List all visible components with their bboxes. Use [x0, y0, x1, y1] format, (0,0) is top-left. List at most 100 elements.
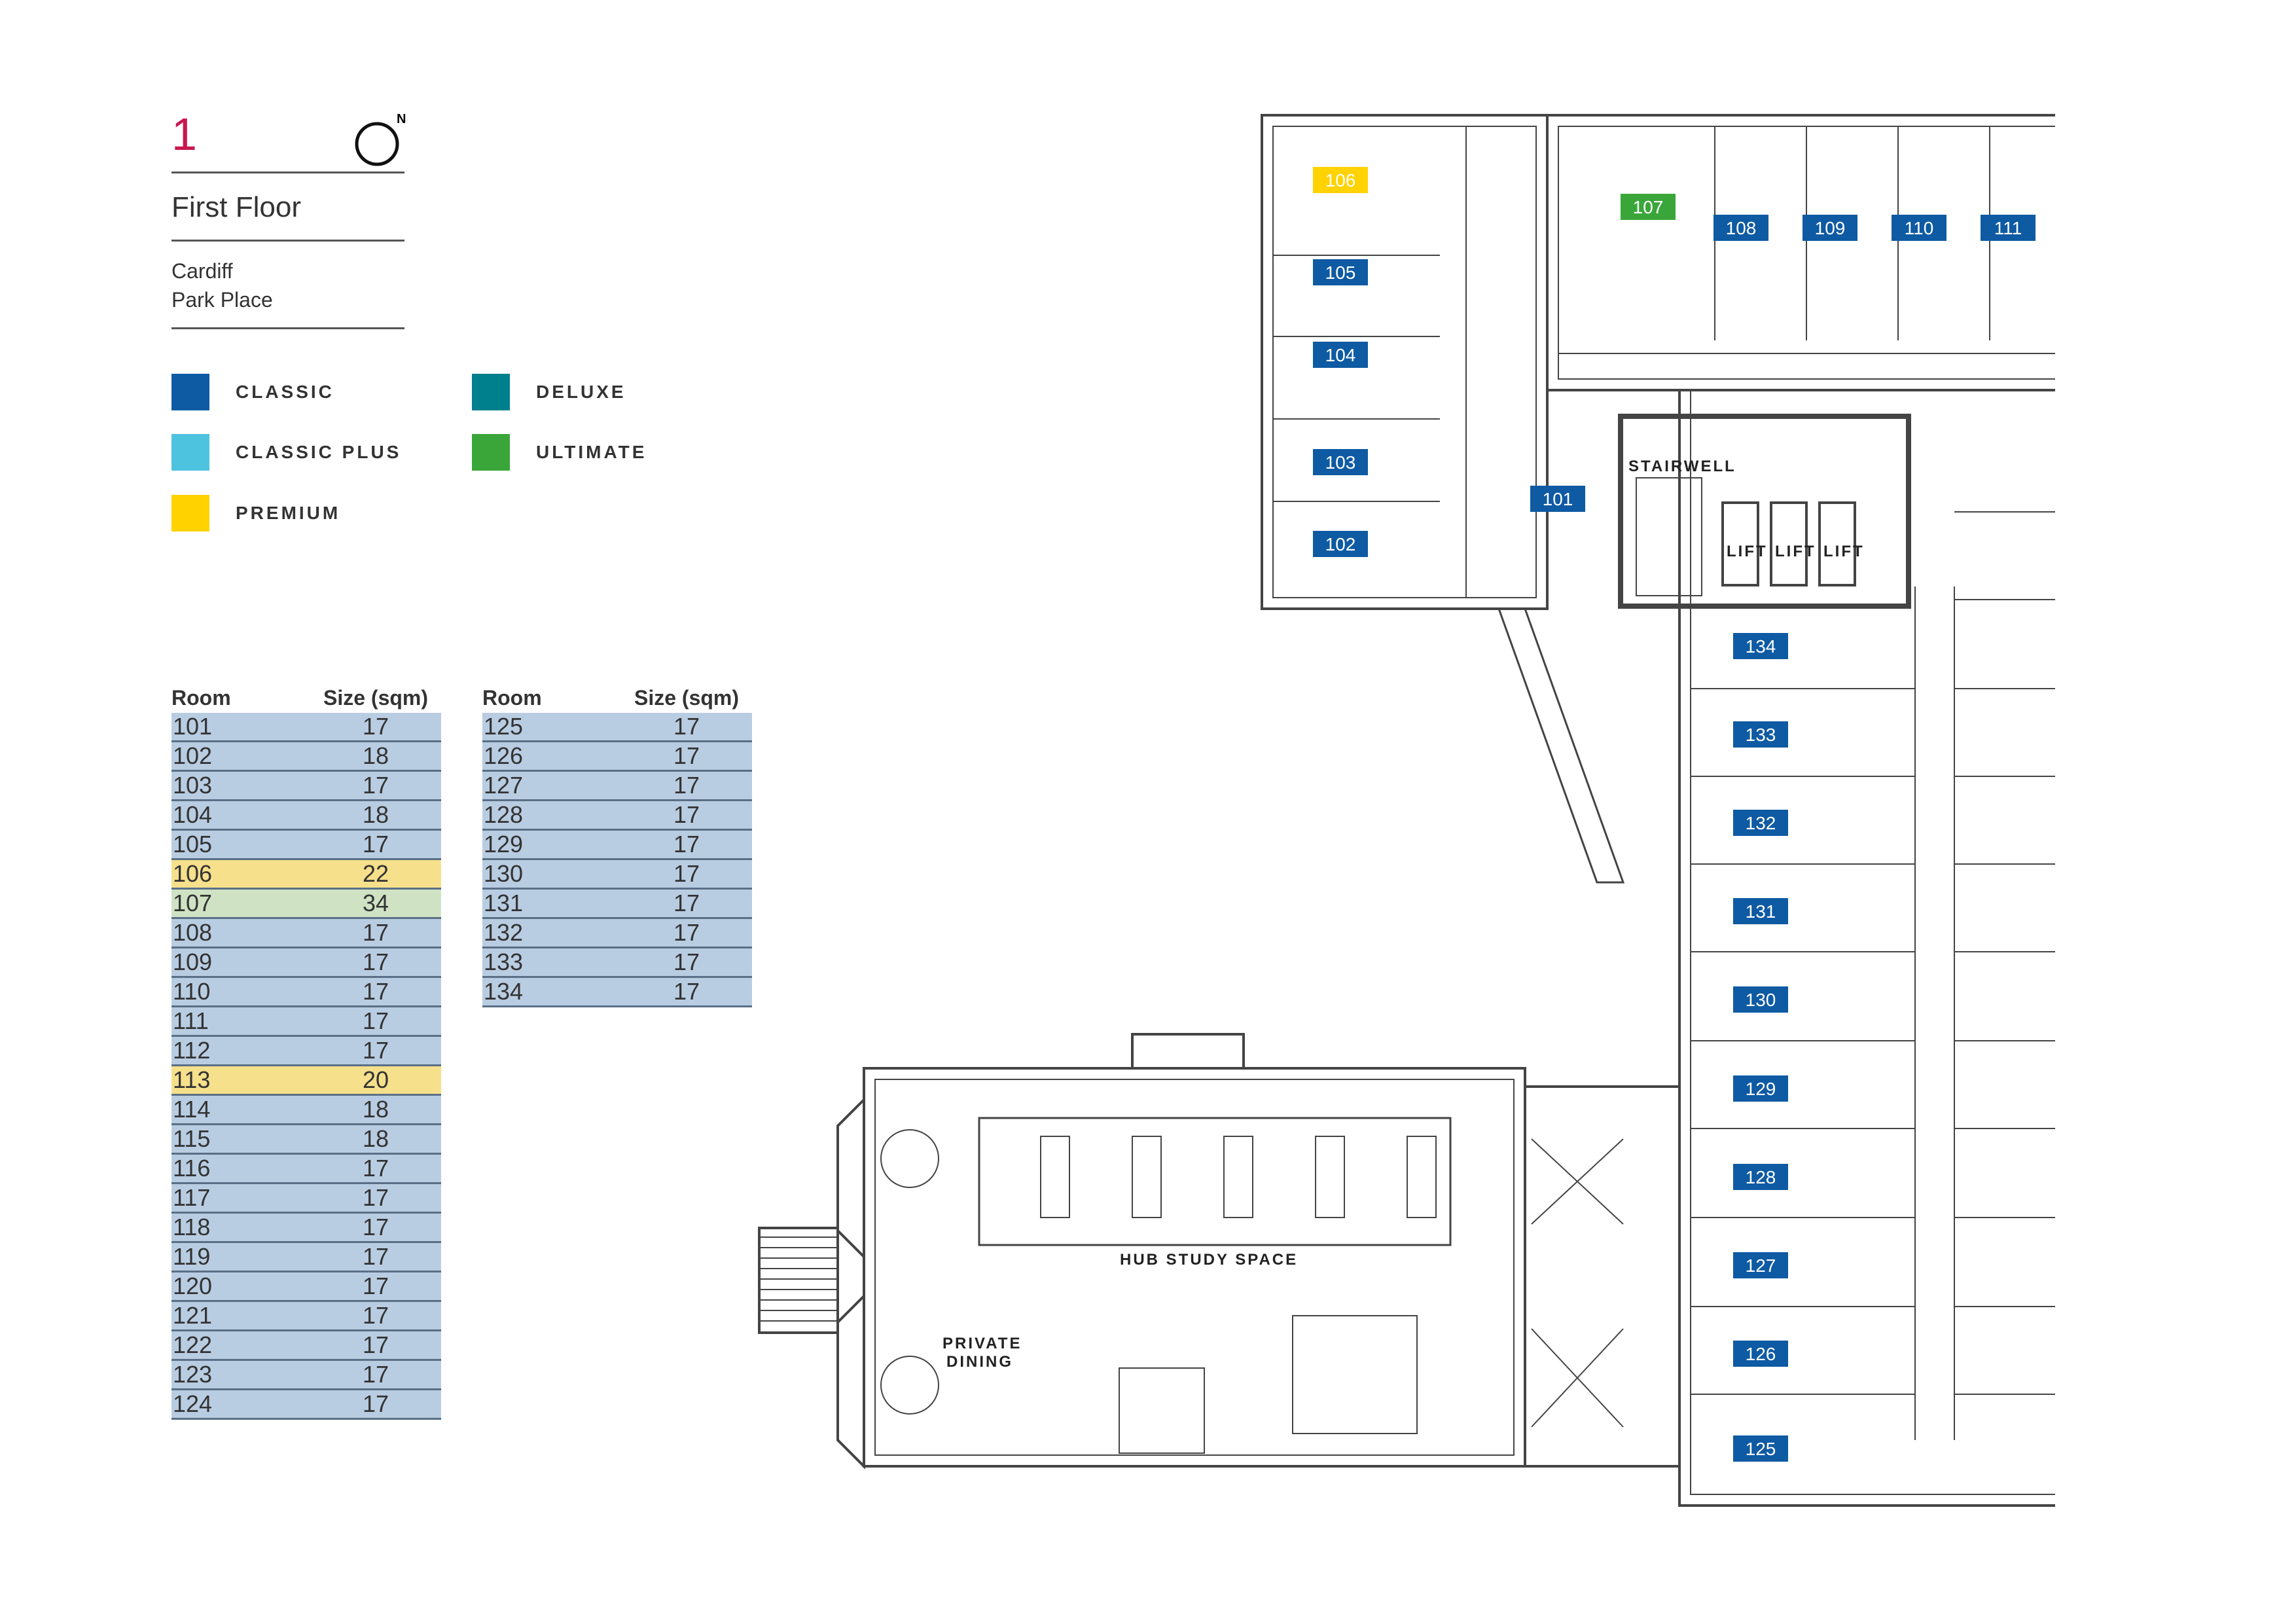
room-size-cell: 17 — [310, 713, 441, 742]
room-number-cell: 127 — [482, 770, 621, 801]
room-tag-127[interactable]: 127 — [1733, 1252, 1788, 1278]
room-size-cell: 17 — [310, 918, 441, 948]
room-number-cell: 134 — [482, 977, 621, 1007]
room-tag-107[interactable]: 107 — [1621, 194, 1676, 220]
room-tag-102[interactable]: 102 — [1313, 531, 1368, 557]
room-tag-101[interactable]: 101 — [1530, 486, 1585, 512]
room-number-cell: 123 — [171, 1360, 310, 1390]
room-size-cell: 17 — [310, 1212, 441, 1243]
room-tag-background — [1733, 810, 1788, 836]
room-size-cell: 17 — [310, 1242, 441, 1272]
room-tag-104[interactable]: 104 — [1313, 342, 1368, 368]
hub-study-space-label: HUB STUDY SPACE — [1120, 1251, 1298, 1269]
divider — [171, 240, 404, 242]
building-label: Park Place — [171, 288, 273, 312]
room-tag-label: 109 — [1815, 218, 1846, 238]
room-tag-106[interactable]: 106 — [1313, 167, 1368, 193]
room-number-cell: 115 — [171, 1124, 310, 1155]
room-number-cell: 124 — [171, 1389, 310, 1420]
room-number-cell: 106 — [171, 859, 310, 890]
room-tag-background — [1733, 986, 1788, 1013]
legend-item-classic-plus: CLASSIC PLUS — [171, 434, 401, 471]
room-tag-label: 131 — [1746, 901, 1776, 922]
room-tag-128[interactable]: 128 — [1733, 1164, 1788, 1190]
room-number-cell: 129 — [482, 829, 621, 860]
room-tag-label: 104 — [1325, 345, 1356, 365]
room-number-cell: 119 — [171, 1242, 310, 1272]
lift-label: LIFT — [1727, 543, 1768, 560]
room-tag-label: 133 — [1746, 725, 1776, 745]
room-number-cell: 122 — [171, 1330, 310, 1361]
room-number-cell: 133 — [482, 947, 621, 978]
room-number-cell: 105 — [171, 829, 310, 860]
legend-item-deluxe: DELUXE — [472, 374, 626, 410]
private-dining-label: PRIVATE — [942, 1335, 1022, 1352]
room-tag-label: 101 — [1543, 489, 1573, 509]
room-tag-105[interactable]: 105 — [1313, 259, 1368, 285]
room-tag-background — [1733, 1252, 1788, 1278]
room-tag-103[interactable]: 103 — [1313, 449, 1368, 475]
room-size-cell: 17 — [621, 918, 752, 948]
stairwell-label: STAIRWELL — [1628, 458, 1736, 475]
room-number-cell: 114 — [171, 1094, 310, 1125]
room-number-cell: 108 — [171, 918, 310, 948]
room-size-cell: 17 — [621, 713, 752, 742]
room-number-cell: 125 — [482, 713, 621, 742]
room-tag-background — [1313, 531, 1368, 557]
room-tag-label: 128 — [1746, 1167, 1776, 1187]
room-tag-111[interactable]: 111 — [1981, 215, 2036, 241]
room-tag-109[interactable]: 109 — [1803, 215, 1857, 241]
room-tag-background — [1530, 486, 1585, 512]
room-tag-108[interactable]: 108 — [1713, 215, 1768, 241]
room-tag-110[interactable]: 110 — [1892, 215, 1946, 241]
room-tag-131[interactable]: 131 — [1733, 898, 1788, 924]
room-size-cell: 20 — [310, 1065, 441, 1096]
city-label: Cardiff — [171, 259, 233, 283]
room-number-cell: 112 — [171, 1036, 310, 1066]
room-tag-125[interactable]: 125 — [1733, 1435, 1788, 1462]
table-header-room: Room — [171, 686, 231, 710]
table-header-size: Size (sqm) — [323, 686, 429, 710]
room-tag-label: 134 — [1746, 636, 1776, 657]
room-tag-133[interactable]: 133 — [1733, 721, 1788, 748]
lift-label: LIFT — [1823, 543, 1865, 560]
room-tag-background — [1733, 898, 1788, 924]
room-number-cell: 117 — [171, 1183, 310, 1214]
room-number-cell: 102 — [171, 741, 310, 772]
room-tag-130[interactable]: 130 — [1733, 986, 1788, 1013]
room-number-cell: 126 — [482, 741, 621, 772]
table-header-room: Room — [482, 686, 542, 710]
room-number-cell: 131 — [482, 888, 621, 919]
room-tag-126[interactable]: 126 — [1733, 1341, 1788, 1367]
room-size-cell: 18 — [310, 1124, 441, 1155]
room-tag-background — [1313, 167, 1368, 193]
room-tag-129[interactable]: 129 — [1733, 1075, 1788, 1102]
room-tag-background — [1733, 1164, 1788, 1190]
divider — [171, 327, 404, 329]
room-tag-label: 110 — [1905, 218, 1934, 238]
room-tag-label: 108 — [1726, 218, 1757, 238]
legend-swatch — [171, 374, 209, 410]
room-tag-132[interactable]: 132 — [1733, 810, 1788, 836]
room-size-cell: 17 — [310, 1183, 441, 1214]
room-tag-134[interactable]: 134 — [1733, 633, 1788, 659]
room-tag-background — [1981, 215, 2036, 241]
